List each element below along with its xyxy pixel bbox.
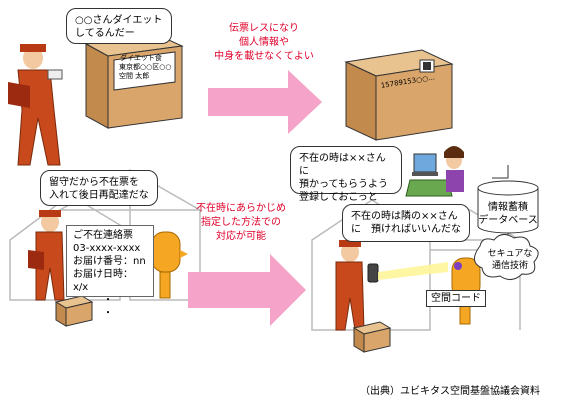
notice-date: お届け日時：x/x: [73, 269, 133, 293]
notice-tel: 03-xxxx-xxxx: [73, 243, 141, 254]
notice-dots-1: ・: [103, 295, 113, 306]
absence-notice-card: ご不在連絡票 03-xxxx-xxxx お届け番号：nn お届け日時：x/x ・…: [66, 225, 154, 319]
bottom-caption-line-2: 指定した方法での: [201, 217, 281, 228]
postal-worker-top: [8, 44, 63, 166]
speech-diet-line-2: してるんだー: [75, 28, 135, 39]
top-caption-line-2: 個人情報や: [239, 37, 289, 48]
secure-cloud: [474, 234, 539, 280]
computer-desk: [405, 153, 453, 197]
top-arrow-caption: 伝票レスになり 個人情報や 中身を載せなくてよい: [206, 22, 322, 64]
parcel-without-slip: [344, 49, 454, 141]
speech-diet-line-1: ○○さんダイエット: [75, 15, 163, 26]
database-label: 情報蓄積 データベース: [478, 201, 538, 227]
speech-absent-line-2: 入れて後日再配達だな: [49, 190, 149, 201]
source-text: （出典）ユビキタス空間基盤協議会資料: [360, 386, 540, 397]
top-caption-line-3: 中身を載せなくてよい: [214, 51, 314, 62]
speech-register-line-3: 登録しておこっと: [299, 192, 378, 203]
speech-neighbor-line-2: に 預ければいいんだな: [351, 224, 461, 235]
small-box-right: [352, 321, 392, 353]
parcel-tag-label: ダイエット食: [120, 54, 162, 63]
bottom-caption-line-1: 不在時にあらかじめ: [196, 203, 286, 214]
secure-tech-label: セキュアな 通信技術: [480, 248, 540, 272]
parcel-address-label: 東京都○○区○○ 空間 太郎: [119, 63, 171, 81]
bottom-caption-line-3: 対応が可能: [216, 231, 266, 242]
speech-register-line-2: 預かってもらうよう: [299, 179, 388, 190]
speech-absent-line-1: 留守だから不在票を: [49, 177, 139, 188]
database-cylinder: [477, 180, 539, 234]
speech-bubble-neighbor: 不在の時は隣の××さん に 預ければいいんだな: [342, 204, 470, 242]
bottom-arrow: [188, 254, 306, 326]
top-caption-line-1: 伝票レスになり: [229, 23, 299, 34]
speech-bubble-diet: ○○さんダイエット してるんだー: [66, 8, 172, 44]
notice-number: お届け番号：nn: [73, 256, 146, 267]
notice-title: ご不在連絡票: [73, 230, 133, 241]
spatial-code-label: 空間コード: [426, 290, 486, 307]
secure-line-1: セキュアな: [487, 249, 533, 259]
notice-dots-2: ・: [103, 308, 113, 319]
parcel-with-slip: [84, 35, 184, 129]
database-line-2: データベース: [478, 215, 538, 226]
bottom-arrow-caption: 不在時にあらかじめ 指定した方法での 対応が可能: [186, 202, 296, 244]
person-at-computer: [444, 146, 464, 192]
top-arrow: [208, 70, 322, 134]
spatial-code-text: 空間コード: [431, 293, 481, 304]
connector-line: [492, 165, 509, 179]
speech-register-line-1: 不在の時は××さんに: [299, 153, 386, 177]
mailbox-left: [151, 231, 188, 299]
speech-neighbor-line-1: 不在の時は隣の××さん: [351, 211, 458, 222]
postal-worker-bottom-left: [28, 210, 65, 301]
scan-beam: [378, 262, 448, 280]
postal-worker-bottom-right: [335, 240, 379, 331]
database-line-1: 情報蓄積: [488, 202, 528, 213]
parcel-tag: ダイエット食: [120, 54, 162, 62]
speech-bubble-register: 不在の時は××さんに 預かってもらうよう 登録しておこっと: [290, 146, 402, 203]
source-caption: （出典）ユビキタス空間基盤協議会資料: [360, 385, 540, 398]
speech-bubble-absent: 留守だから不在票を 入れて後日再配達だな: [40, 170, 158, 206]
small-box-left: [54, 295, 94, 327]
parcel-name-line-2: 空間 太郎: [119, 72, 150, 80]
secure-line-2: 通信技術: [491, 261, 528, 271]
parcel-name-line-1: 東京都○○区○○: [119, 63, 172, 71]
